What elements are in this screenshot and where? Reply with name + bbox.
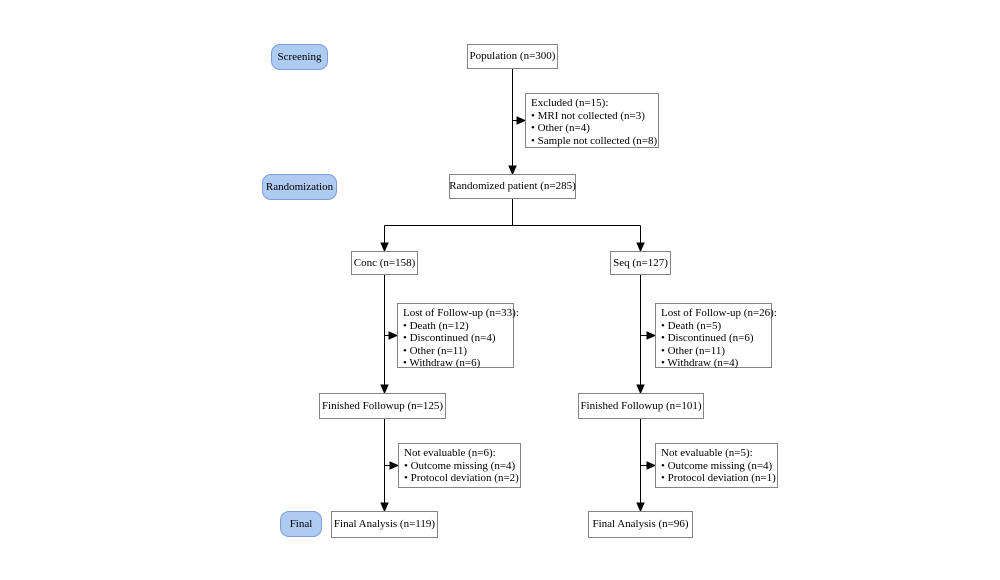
arrowhead-lost-conc — [388, 331, 399, 340]
node-excluded-item: • Other (n=4) — [531, 122, 590, 134]
node-final-analysis-seq: Final Analysis (n=96) — [588, 511, 693, 538]
arrowhead-seq — [636, 242, 645, 253]
node-not-evaluable-conc-item: • Outcome missing (n=4) — [404, 459, 516, 472]
node-seq-arm: Seq (n=127) — [610, 251, 671, 275]
node-not-evaluable-seq-item: • Protocol deviation (n=1) — [661, 472, 776, 484]
arrowhead-final-seq — [636, 502, 645, 513]
node-population: Population (n=300) — [467, 44, 558, 69]
node-conc-arm: Conc (n=158) — [351, 251, 418, 275]
node-lost-followup-seq-item: • Death (n=5) — [661, 319, 722, 332]
node-lost-followup-conc-item: • Withdraw (n=6) — [403, 357, 481, 369]
arrowhead-final-conc — [380, 502, 389, 513]
arrowhead-excluded — [516, 116, 527, 125]
stage-badge-randomization: Randomization — [262, 174, 337, 200]
node-excluded: Excluded (n=15): • MRI not collected (n=… — [525, 93, 659, 148]
node-excluded-item: • Sample not collected (n=8) — [531, 134, 658, 147]
node-lost-followup-seq: Lost of Follow-up (n=26): • Death (n=5) … — [655, 303, 777, 369]
node-lost-followup-conc: Lost of Follow-up (n=33): • Death (n=12)… — [397, 303, 519, 369]
arrowhead-lost-seq — [646, 331, 657, 340]
node-not-evaluable-seq: Not evaluable (n=5): • Outcome missing (… — [655, 443, 778, 488]
stage-badge-screening: Screening — [271, 44, 328, 70]
node-finished-followup-seq: Finished Followup (n=101) — [578, 393, 704, 419]
arrowhead-finished-conc — [380, 384, 389, 395]
node-lost-followup-seq-title: Lost of Follow-up (n=26): — [661, 307, 777, 319]
node-excluded-item: • MRI not collected (n=3) — [531, 109, 645, 122]
arrowhead-conc — [380, 242, 389, 253]
arrowhead-noteval-seq — [646, 461, 657, 470]
node-lost-followup-conc-item: • Other (n=11) — [403, 344, 468, 357]
node-final-analysis-conc: Final Analysis (n=119) — [331, 511, 438, 538]
node-excluded-title: Excluded (n=15): — [531, 97, 609, 109]
node-finished-followup-conc: Finished Followup (n=125) — [319, 393, 446, 419]
node-not-evaluable-seq-item: • Outcome missing (n=4) — [661, 459, 773, 472]
node-lost-followup-conc-item: • Death (n=12) — [403, 319, 469, 332]
arrowhead-randomized — [508, 165, 517, 176]
node-randomized-patient: Randomized patient (n=285) — [449, 174, 576, 199]
stage-badge-final: Final — [280, 511, 322, 537]
node-not-evaluable-conc-title: Not evaluable (n=6): — [404, 447, 496, 459]
node-lost-followup-conc-title: Lost of Follow-up (n=33): — [403, 307, 519, 319]
node-lost-followup-conc-item: • Discontinued (n=4) — [403, 332, 496, 344]
node-not-evaluable-conc: Not evaluable (n=6): • Outcome missing (… — [398, 443, 521, 488]
node-not-evaluable-conc-item: • Protocol deviation (n=2) — [404, 472, 519, 484]
arrowhead-finished-seq — [636, 384, 645, 395]
node-lost-followup-seq-item: • Discontinued (n=6) — [661, 332, 754, 344]
node-lost-followup-seq-item: • Withdraw (n=4) — [661, 357, 739, 369]
arrowhead-noteval-conc — [389, 461, 400, 470]
node-not-evaluable-seq-title: Not evaluable (n=5): — [661, 447, 753, 459]
node-lost-followup-seq-item: • Other (n=11) — [661, 344, 726, 357]
